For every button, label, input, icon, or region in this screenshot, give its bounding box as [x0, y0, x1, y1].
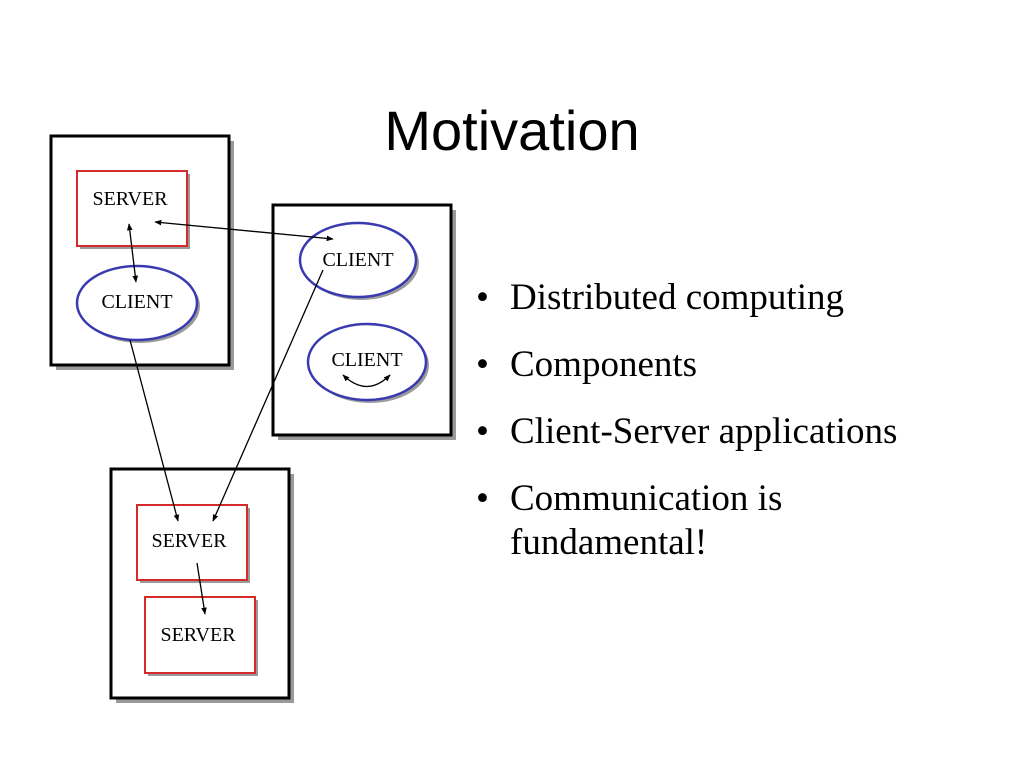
bullet-item: Client-Server applications [476, 410, 1024, 454]
bullet-item: Components [476, 343, 1024, 387]
client-label-a: CLIENT [101, 291, 172, 313]
arrow-client-b-server-b [212, 269, 324, 522]
arrow-server-a-client-a [126, 223, 139, 283]
server-node-c: SERVER [144, 596, 258, 676]
client-label-c: CLIENT [331, 349, 402, 371]
client-label-b: CLIENT [322, 249, 393, 271]
arrow-server-a-client-b [154, 219, 334, 242]
arrow-server-b-server-c [196, 562, 207, 615]
bullet-text-communication-line1: Communication is [510, 478, 783, 519]
arrow-client-a-server-b [129, 339, 180, 522]
server-label-b: SERVER [151, 530, 227, 552]
bullet-text-communication-line2: fundamental! [510, 522, 708, 563]
slide-title: Motivation [384, 99, 640, 162]
bullet-text-distributed-computing: Distributed computing [510, 277, 844, 318]
server-label-c: SERVER [160, 624, 236, 646]
client-node-c: CLIENT [306, 322, 429, 403]
server-node-a: SERVER [76, 170, 190, 249]
client-node-b: CLIENT [298, 221, 419, 300]
server-node-b: SERVER [136, 504, 250, 583]
bullet-item: Communication is fundamental! [476, 477, 1024, 565]
arrow-client-c-self [342, 374, 391, 388]
bullet-text-components: Components [510, 344, 698, 385]
client-node-a: CLIENT [75, 264, 200, 343]
bullet-list: Distributed computing Components Client-… [476, 276, 1024, 565]
bullet-item: Distributed computing [476, 276, 1024, 320]
bullet-text-client-server-applications: Client-Server applications [510, 411, 898, 452]
server-label-a: SERVER [92, 188, 168, 210]
